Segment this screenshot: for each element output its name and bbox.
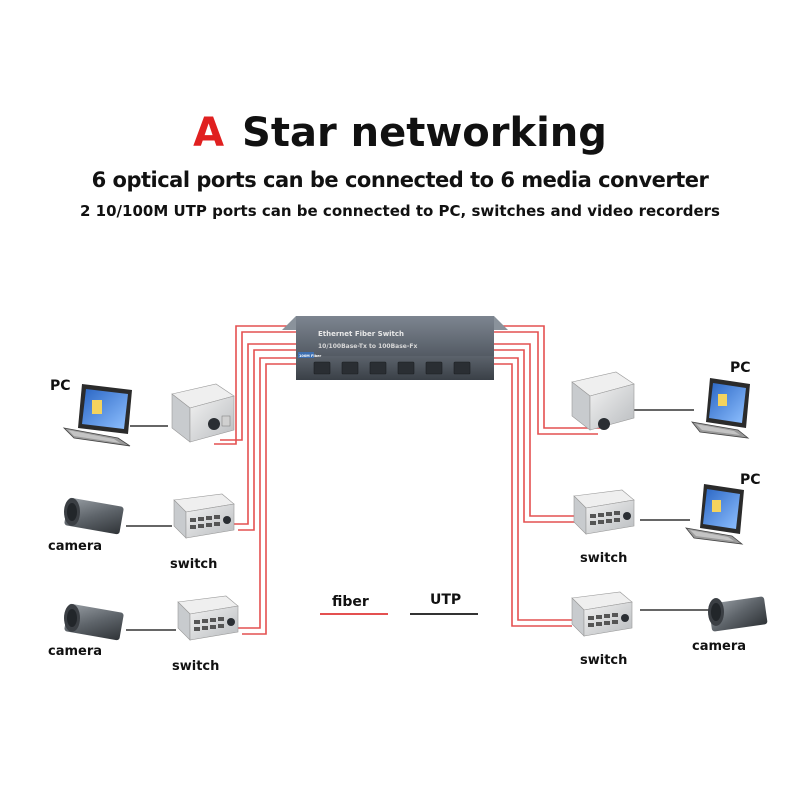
label-pc-right-1: PC xyxy=(730,360,751,376)
fiber-line xyxy=(220,331,296,441)
fiber-lines-right xyxy=(494,325,600,627)
label-camera-left-2: camera xyxy=(48,644,102,659)
label-switch-left-2: switch xyxy=(172,659,219,674)
fiber-line xyxy=(494,331,598,435)
label-switch-left-1: switch xyxy=(170,557,217,572)
switch-icon xyxy=(573,489,635,535)
laptop-icon xyxy=(685,484,744,545)
label-pc-right-2: PC xyxy=(740,472,761,488)
legend: fiber UTP xyxy=(320,592,478,615)
media-converter-icon xyxy=(571,371,635,431)
laptop-icon xyxy=(691,378,750,439)
label-pc-left: PC xyxy=(50,378,71,394)
label-switch-right-1: switch xyxy=(580,551,627,566)
fiber-line xyxy=(236,357,296,629)
label-switch-right-2: switch xyxy=(580,653,627,668)
fiber-line xyxy=(494,325,600,429)
fiber-line xyxy=(494,343,575,517)
switch-icon xyxy=(177,595,239,641)
utp-lines xyxy=(126,409,710,631)
fiber-line xyxy=(242,363,296,635)
label-camera-left-1: camera xyxy=(48,539,102,554)
title-letter: A xyxy=(193,110,225,156)
laptop-icon xyxy=(62,384,132,447)
switch-icon xyxy=(571,591,633,637)
fiber-line xyxy=(494,357,572,621)
fiber-line xyxy=(494,349,575,523)
fiber-line xyxy=(232,343,296,525)
switch-sublabel: 10/100Base-Tx to 100Base-Fx xyxy=(318,343,417,350)
fiber-line xyxy=(238,349,296,531)
label-camera-right: camera xyxy=(692,639,746,654)
fiber-ports xyxy=(313,361,471,375)
fiber-line xyxy=(494,363,572,627)
camera-icon xyxy=(708,596,768,632)
subtitle-utp-ports: 2 10/100M UTP ports can be connected to … xyxy=(80,202,720,220)
legend-fiber-label: fiber xyxy=(332,594,369,610)
switch-badge: 100M Fiber xyxy=(299,354,321,358)
media-converter-icon xyxy=(171,383,235,443)
switch-icon xyxy=(173,493,235,539)
camera-icon xyxy=(64,497,124,535)
diagram-title: A Star networking xyxy=(0,110,800,156)
fiber-line xyxy=(214,325,296,445)
title-text: Star networking xyxy=(242,110,607,156)
camera-icon xyxy=(64,603,124,641)
switch-brand-label: Ethernet Fiber Switch xyxy=(318,330,404,338)
central-fiber-switch: Ethernet Fiber Switch 10/100Base-Tx to 1… xyxy=(282,316,508,380)
legend-utp-label: UTP xyxy=(430,592,461,608)
subtitle-optical-ports: 6 optical ports can be connected to 6 me… xyxy=(91,168,709,192)
fiber-lines-left xyxy=(214,325,296,635)
